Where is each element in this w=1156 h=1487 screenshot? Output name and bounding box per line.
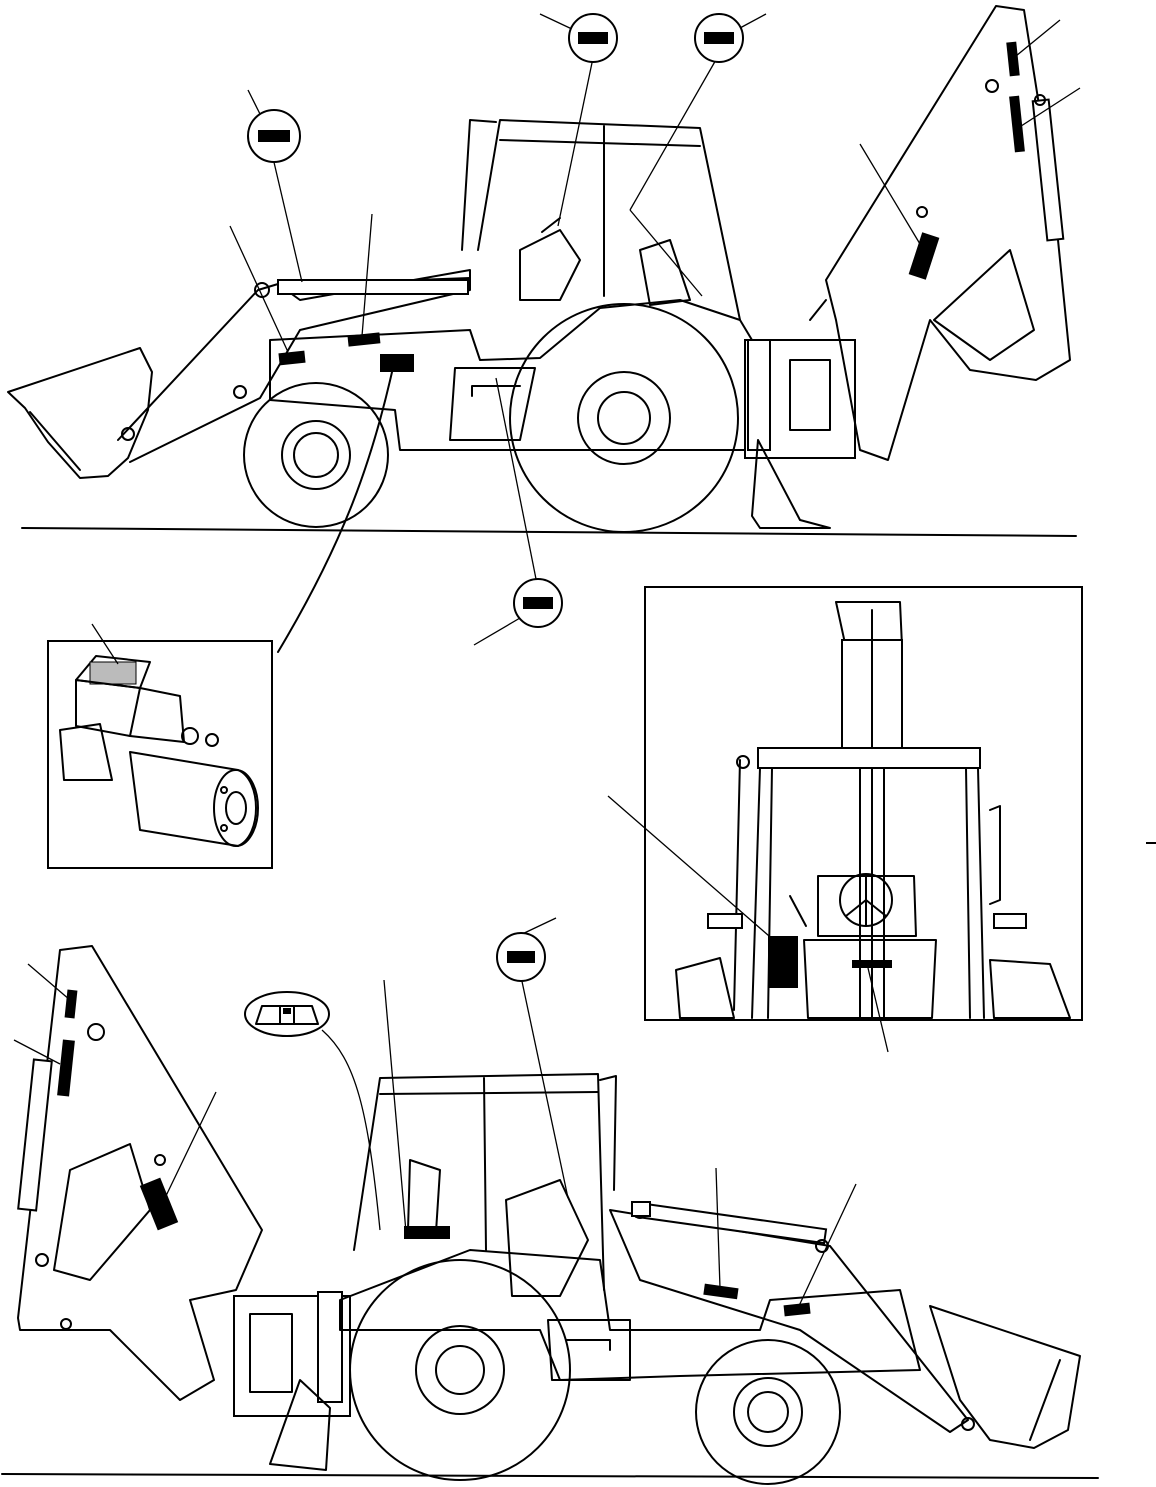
callout-bubble [496,932,546,982]
cab-pillars [751,767,985,1019]
callout-bubble [513,578,563,628]
label-mark [139,1177,179,1231]
step-box [449,367,536,441]
label-mark [908,232,940,280]
label-mark [783,1302,811,1317]
backhoe-boom [17,945,263,1401]
label-mark [768,936,798,988]
bottom-side-view [1,917,1099,1485]
detail-frame [47,640,273,869]
step-box [547,1319,631,1381]
dipper-cylinder [17,1058,53,1212]
operator-seat [505,1179,589,1297]
starter-motor-detail [47,623,273,869]
ground-line-bottom [1,1473,1099,1479]
front-bucket [7,347,153,479]
label-mark [703,1283,739,1300]
pointer-curve-starter [277,371,393,653]
side-light [993,913,1027,929]
label-mark [404,1226,450,1239]
machine-body [269,299,756,451]
label-mark [57,1039,75,1097]
backhoe-boom [825,5,1071,461]
front-wheel [243,382,389,528]
cab-roof [757,747,981,769]
margin-tick [1146,842,1156,844]
rear-wheel [509,303,739,533]
cab-frame [353,1073,605,1291]
dipper-cylinder [1031,98,1065,242]
seat-back [803,939,937,1019]
rear-wheel [349,1259,571,1481]
operator-seat [519,229,581,301]
lift-cylinder [634,1201,828,1245]
backhoe-bucket [933,249,1035,361]
machine-body [339,1249,921,1381]
label-mark [347,332,381,347]
top-side-view [7,5,1081,653]
callout-bubble [247,109,301,163]
front-wheel [695,1339,841,1485]
label-mark [278,350,306,366]
label-mark [1006,41,1020,77]
label-mark [64,989,78,1019]
loader-arm [117,269,471,463]
label-mark [1009,95,1025,153]
rear-view [607,586,1083,1053]
backhoe-bucket [53,1143,151,1281]
label-mark [852,960,892,968]
drive-housing [59,723,113,781]
front-bucket [929,1305,1081,1449]
callout-bubble [694,13,744,63]
stabilizer-leg [269,1379,331,1471]
loader-arm [609,1209,969,1433]
callout-bubble [568,13,618,63]
callout-bubble-oval [244,991,330,1037]
lift-cylinder [277,279,469,295]
ground-line-top [21,527,1077,537]
cab-frame [477,119,741,321]
stabilizer-leg [751,439,831,529]
label-mark [380,354,414,372]
side-light [707,913,743,929]
